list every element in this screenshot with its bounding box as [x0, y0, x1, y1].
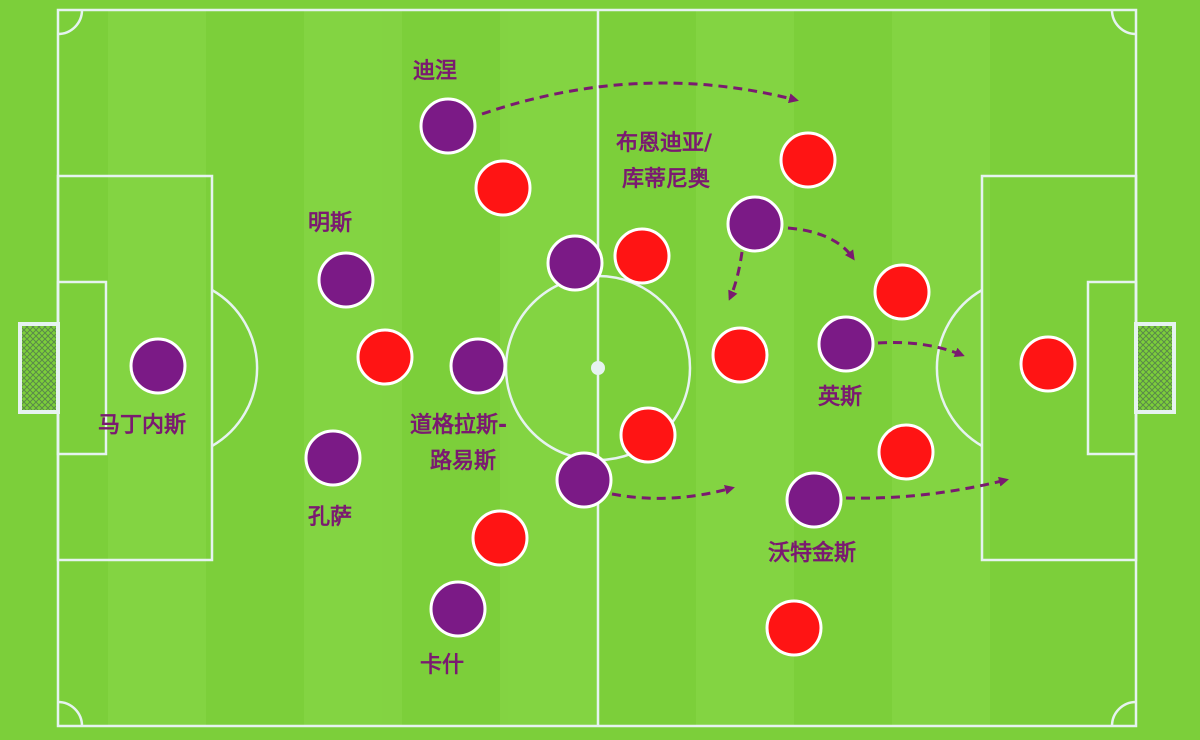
label-ings: 英斯	[818, 384, 862, 410]
label-douglas-luiz-line2: 路易斯	[430, 448, 496, 474]
label-watkins: 沃特金斯	[768, 540, 856, 566]
purple-team	[129, 97, 875, 638]
label-cash: 卡什	[420, 653, 464, 678]
right-penalty-arc	[935, 288, 983, 448]
opponent-6	[711, 326, 769, 384]
opponent-9	[474, 159, 532, 217]
player-cash	[429, 580, 487, 638]
left-goal	[18, 322, 60, 414]
arrow-buendia-run-right	[787, 226, 855, 261]
opponent-10	[356, 328, 414, 386]
player-buendia	[726, 195, 784, 253]
corner-arc-tr	[1110, 9, 1137, 36]
arrow-midfielder-run	[611, 485, 735, 500]
label-buendia-line2: 库蒂尼奥	[622, 166, 711, 192]
opponent-4	[877, 423, 935, 481]
player-ings	[817, 315, 875, 373]
label-martinez: 马丁内斯	[98, 412, 186, 438]
player-mings	[317, 251, 375, 309]
center-spot	[591, 361, 605, 375]
player-dijon	[419, 97, 477, 155]
player-konsa	[304, 429, 362, 487]
arrow-watkins-run	[845, 476, 1009, 500]
player-martinez	[129, 337, 187, 395]
arrow-ings-run	[877, 341, 965, 358]
right-goal	[1134, 322, 1176, 414]
corner-arc-bl	[57, 700, 84, 727]
opponent-8	[619, 406, 677, 464]
label-buendia-line1: 布恩迪亚/	[616, 130, 713, 156]
label-mings: 明斯	[308, 210, 352, 236]
arrow-buendia-drop	[728, 251, 744, 301]
left-penalty-arc	[211, 288, 259, 448]
opponent-3	[873, 263, 931, 321]
opponent-2	[779, 131, 837, 189]
label-konsa: 孔萨	[308, 504, 352, 530]
player-central-mid-bottom	[555, 451, 613, 509]
red-team	[356, 131, 1077, 657]
opponent-7	[613, 227, 671, 285]
arrow-dijon-run	[481, 81, 799, 116]
player-douglas-luiz	[449, 337, 507, 395]
label-douglas-luiz-line1: 道格拉斯-	[410, 412, 507, 438]
movement-arrows	[481, 81, 1009, 500]
label-dijon: 迪涅	[413, 59, 457, 84]
player-central-mid-top	[546, 234, 604, 292]
opponent-1	[1019, 335, 1077, 393]
corner-arc-tl	[57, 9, 84, 36]
opponent-11	[471, 509, 529, 567]
opponent-5	[765, 599, 823, 657]
player-watkins	[785, 471, 843, 529]
corner-arc-br	[1110, 700, 1137, 727]
